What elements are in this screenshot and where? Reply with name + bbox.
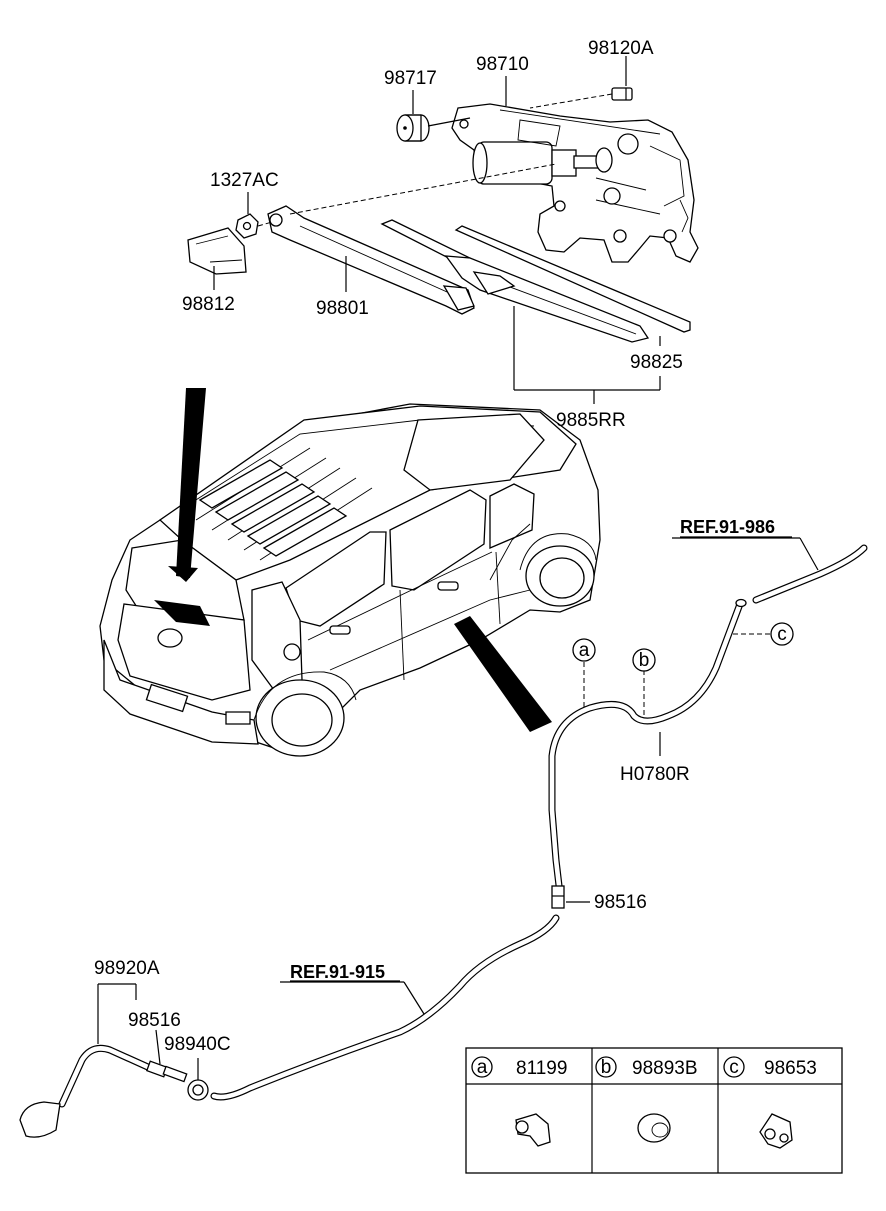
part-98717-cap — [396, 114, 471, 142]
label-98717: 98717 — [384, 68, 437, 89]
part-98812-cover — [187, 227, 247, 275]
pointer-arrow-upper-tip — [168, 566, 198, 582]
legend-key-a: a — [477, 1057, 488, 1078]
label-h0780r: H0780R — [620, 764, 690, 785]
part-98120a-bolt — [529, 87, 633, 109]
legend-key-c: c — [729, 1057, 739, 1078]
label-98801: 98801 — [316, 298, 369, 319]
label-9885rr: 9885RR — [556, 410, 626, 431]
part-9885rr-wiper-blade — [380, 219, 691, 343]
legend-cell-c: c 98653 — [723, 1056, 817, 1149]
ref-label-lower: REF.91-915 — [290, 962, 385, 982]
label-98516-lower: 98516 — [128, 1010, 181, 1031]
legend-part-a: 81199 — [516, 1058, 567, 1079]
part-1327ac-nut — [235, 213, 287, 239]
grommet-98893b-icon — [637, 1113, 671, 1143]
label-98920a: 98920A — [94, 958, 160, 979]
label-98710: 98710 — [476, 54, 529, 75]
lower-callout-leaders — [97, 537, 819, 1080]
wiper-motor-assembly — [451, 103, 699, 263]
clip-marker-c: c — [770, 622, 794, 646]
label-98516-upper: 98516 — [594, 892, 647, 913]
vehicle-rear-view — [99, 403, 601, 757]
svg-text:b: b — [639, 650, 650, 671]
spindle-axis-line — [289, 163, 557, 215]
label-98812: 98812 — [182, 294, 235, 315]
legend-cell-a: a 81199 — [471, 1056, 567, 1147]
legend-cell-b: b 98893B — [595, 1056, 698, 1143]
legend-key-b: b — [601, 1057, 612, 1078]
label-98120a: 98120A — [588, 38, 654, 59]
part-98801-wiper-arm — [267, 205, 475, 315]
pointer-arrow-lower — [454, 616, 552, 732]
svg-text:c: c — [777, 624, 787, 645]
label-98940c: 98940C — [164, 1034, 231, 1055]
svg-text:a: a — [579, 640, 590, 661]
label-1327ac: 1327AC — [210, 170, 279, 191]
washer-hose-h0780r — [210, 544, 868, 1101]
clip-legend-table: a 81199 b 98893B c 98653 — [465, 1047, 843, 1174]
upper-callout-leaders — [213, 56, 661, 404]
washer-nozzle-assembly — [19, 1044, 209, 1138]
legend-part-b: 98893B — [632, 1058, 698, 1079]
ref-label-upper: REF.91-986 — [680, 517, 775, 537]
legend-part-c: 98653 — [764, 1058, 817, 1079]
clip-marker-a: a — [572, 638, 596, 662]
label-98825: 98825 — [630, 352, 683, 373]
pointer-arrow-upper — [176, 388, 206, 578]
clip-marker-b: b — [632, 648, 656, 672]
